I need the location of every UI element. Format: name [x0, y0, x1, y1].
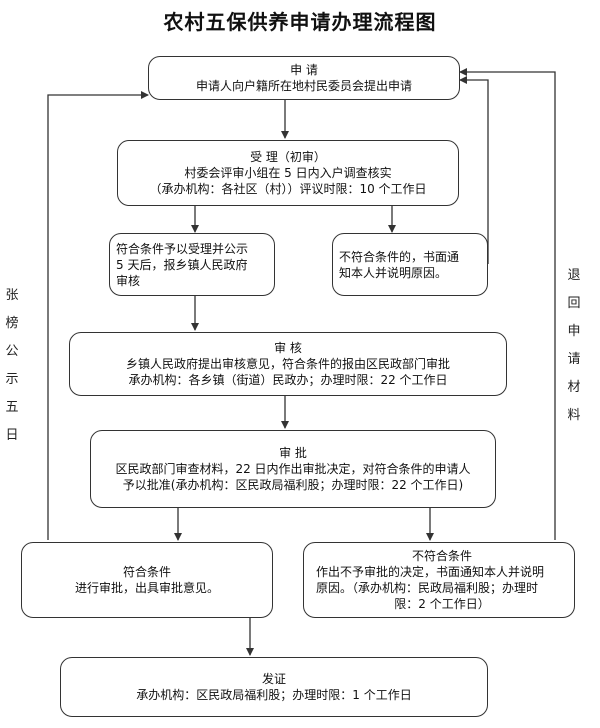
- qualified-final-text: 进行审批，出具审批意见。: [74, 581, 219, 595]
- qualified-final-box: 符合条件 进行审批，出具审批意见。: [21, 542, 273, 618]
- issue-heading: 发证: [261, 672, 286, 686]
- accept-box: 受 理（初审） 村委会评审小组在 5 日内入户调查核实 （承办机构：各社区（村）…: [117, 140, 459, 206]
- apply-text: 申请人向户籍所在地村民委员会提出申请: [195, 79, 412, 93]
- qualified-accept-text-3: 审核: [116, 273, 141, 288]
- review-heading: 审 核: [274, 341, 302, 355]
- arrow-publicity-loop: [47, 91, 149, 540]
- review-text-1: 乡镇人民政府提出审核意见，符合条件的报由区民政部门审批: [125, 357, 450, 371]
- unqualified-accept-box: 不符合条件的，书面通 知本人并说明原因。: [332, 233, 488, 296]
- apply-heading: 申 请: [290, 63, 318, 77]
- arrow-return-materials-loop: [459, 68, 556, 540]
- unqualified-final-text-3: 限：2 个工作日）: [394, 597, 490, 611]
- accept-heading: 受 理（初审）: [250, 150, 326, 164]
- qualified-final-heading: 符合条件: [122, 565, 171, 579]
- apply-box: 申 请 申请人向户籍所在地村民委员会提出申请: [148, 56, 460, 100]
- unqualified-final-text-1: 作出不予审批的决定，书面通知本人并说明: [316, 565, 545, 579]
- approve-heading: 审 批: [279, 446, 307, 460]
- unqualified-accept-text-2: 知本人并说明原因。: [339, 265, 448, 280]
- arrow-unqualified-back-to-apply: [459, 76, 489, 264]
- unqualified-accept-text-1: 不符合条件的，书面通: [339, 249, 460, 264]
- qualified-accept-text-2: 5 天后，报乡镇人民政府: [116, 257, 248, 272]
- page-title: 农村五保供养申请办理流程图: [163, 10, 437, 34]
- publicity-label: 张榜公示五日: [5, 288, 19, 443]
- qualified-accept-text-1: 符合条件予以受理并公示: [116, 241, 249, 256]
- accept-text-2: （承办机构：各社区（村））评议时限：10 个工作日: [149, 182, 427, 196]
- approve-text-2: 予以批准(承办机构：区民政局福利股；办理时限：22 个工作日): [122, 478, 464, 492]
- approve-text-1: 区民政部门审查材料，22 日内作出审批决定，对符合条件的申请人: [115, 462, 471, 476]
- approve-box: 审 批 区民政部门审查材料，22 日内作出审批决定，对符合条件的申请人 予以批准…: [90, 430, 496, 508]
- issue-text: 承办机构：区民政局福利股；办理时限：1 个工作日: [136, 688, 412, 702]
- review-box: 审 核 乡镇人民政府提出审核意见，符合条件的报由区民政部门审批 承办机构：各乡镇…: [69, 332, 507, 396]
- return-materials-label: 退回申请材料: [567, 268, 581, 423]
- unqualified-final-text-2: 原因。（承办机构：民政局福利股；办理时: [316, 581, 539, 595]
- unqualified-final-heading: 不符合条件: [411, 549, 472, 563]
- qualified-accept-box: 符合条件予以受理并公示 5 天后，报乡镇人民政府 审核: [109, 233, 275, 296]
- issue-box: 发证 承办机构：区民政局福利股；办理时限：1 个工作日: [60, 657, 488, 717]
- accept-text-1: 村委会评审小组在 5 日内入户调查核实: [184, 166, 392, 180]
- unqualified-final-box: 不符合条件 作出不予审批的决定，书面通知本人并说明 原因。（承办机构：民政局福利…: [303, 542, 575, 618]
- review-text-2: 承办机构：各乡镇（街道）民政办；办理时限：22 个工作日: [128, 373, 448, 387]
